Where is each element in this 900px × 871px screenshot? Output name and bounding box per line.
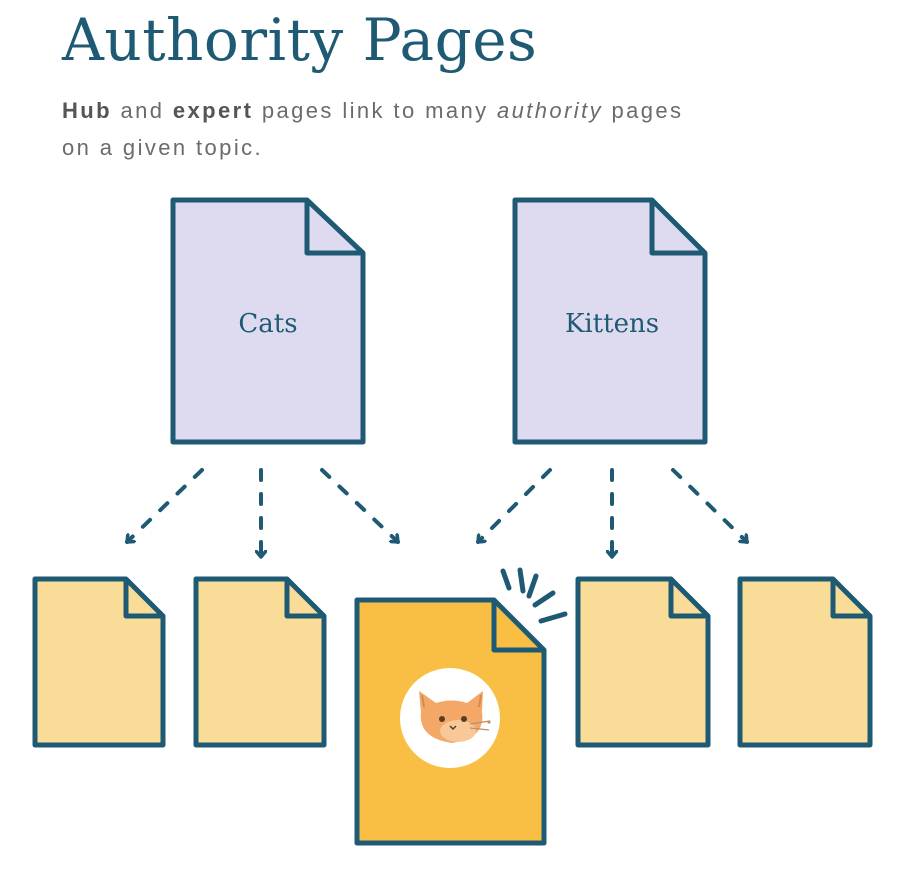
subtitle-hub-word: Hub bbox=[62, 98, 112, 123]
hub-page-cats-fold bbox=[304, 200, 363, 256]
authority-page-2-shape bbox=[193, 576, 327, 748]
authority-page-1 bbox=[32, 576, 166, 748]
authority-page-5 bbox=[737, 576, 873, 748]
authority-page-1-shape bbox=[32, 576, 166, 748]
authority-page-4 bbox=[575, 576, 711, 748]
authority-page-highlighted bbox=[354, 567, 568, 846]
authority-page-5-fold bbox=[830, 579, 870, 619]
authority-page-4-fold bbox=[668, 579, 708, 619]
authority-page-2 bbox=[193, 576, 327, 748]
subtitle-middle-text: pages link to many bbox=[261, 98, 489, 123]
hub-page-kittens-fold bbox=[649, 200, 705, 256]
link-arrow-cats-1 bbox=[125, 468, 204, 544]
hub-page-cats: Cats bbox=[170, 197, 366, 445]
link-arrow-kittens-1 bbox=[476, 468, 552, 544]
authority-page-4-shape bbox=[575, 576, 711, 748]
authority-page-2-fold bbox=[284, 579, 324, 619]
highlight-burst-lines bbox=[500, 567, 568, 624]
subtitle-expert-word: expert bbox=[172, 98, 254, 123]
subtitle-authority-word: authority bbox=[497, 98, 603, 123]
link-arrow-kittens-3 bbox=[671, 468, 749, 544]
authority-page-1-fold bbox=[123, 579, 163, 619]
subtitle-line1-end: pages bbox=[611, 98, 684, 123]
hub-page-cats-label: Cats bbox=[238, 309, 297, 339]
hub-page-kittens: Kittens bbox=[512, 197, 708, 445]
link-arrows bbox=[125, 468, 749, 559]
page-subtitle: Hub and expert pages link to many author… bbox=[62, 92, 862, 166]
authority-page-highlighted-fold bbox=[491, 600, 544, 653]
cat-face-icon bbox=[400, 668, 500, 768]
subtitle-and-word: and bbox=[120, 98, 165, 123]
authority-page-5-shape bbox=[737, 576, 873, 748]
hub-page-kittens-label: Kittens bbox=[565, 309, 659, 339]
hub-page-kittens-shape bbox=[512, 197, 708, 445]
link-arrow-cats-3 bbox=[320, 468, 400, 544]
page-title: Authority Pages bbox=[62, 6, 538, 74]
subtitle-line2: on a given topic. bbox=[62, 135, 264, 160]
hub-page-cats-shape bbox=[170, 197, 366, 445]
